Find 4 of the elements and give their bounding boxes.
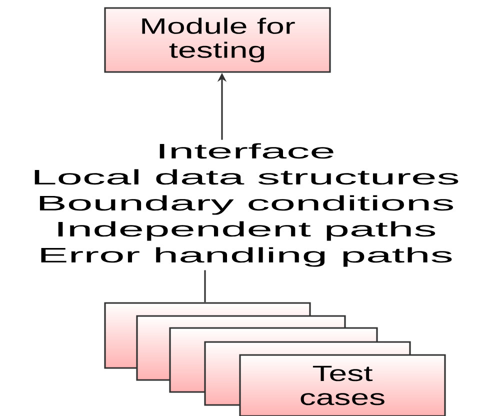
text-list: Interface Local data structures Boundary conditions Independent paths Error handling paths [34,143,458,267]
test-case-card: Test cases [239,354,446,416]
module-box: Module for testing [104,7,331,73]
connector-line [204,270,206,302]
